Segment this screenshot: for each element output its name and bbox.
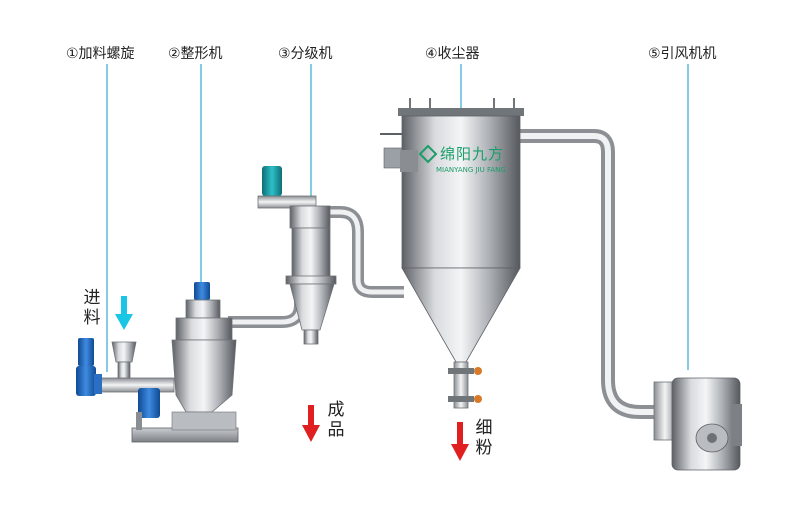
classifier-motor-icon: [262, 166, 282, 196]
fine-powder-arrow-icon: [451, 422, 469, 461]
pipe-network: [228, 129, 660, 419]
logo-en: MIANYANG JIU FANG: [436, 166, 506, 174]
induced-fan-unit: [653, 377, 742, 471]
label-feed-screw: ①加料螺旋: [66, 46, 135, 62]
logo-cn: 绵阳九方: [440, 145, 505, 163]
label-induced-fan: ⑤引风机机: [648, 46, 717, 62]
label-shaper: ②整形机: [168, 46, 223, 62]
shaper-motor-icon: [194, 282, 210, 300]
feed-screw-unit: [76, 338, 175, 418]
dust-collector-unit: [380, 98, 524, 409]
product-arrow-icon: [302, 405, 320, 442]
label-dust-collector: ④收尘器: [425, 46, 480, 62]
label-classifier: ③分级机: [278, 46, 333, 62]
feed-motor-icon: [78, 338, 94, 366]
classifier-unit: [257, 166, 337, 345]
feed-in-text: 进 料: [83, 288, 101, 328]
product-text: 成 品: [327, 400, 345, 440]
feed-arrow-icon: [115, 296, 133, 330]
fine-powder-text: 细 粉: [475, 418, 493, 458]
shaper-unit: [131, 282, 239, 443]
